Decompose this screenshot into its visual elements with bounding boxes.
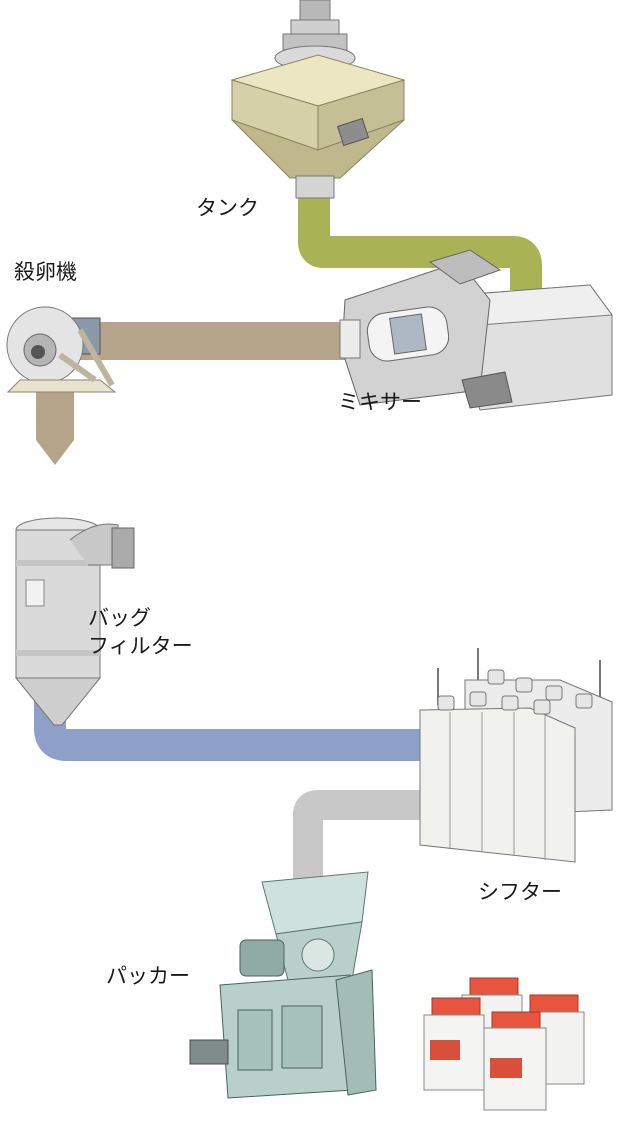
tank-to-mixer-pipe: [298, 190, 542, 290]
bag-filter-label-line1: バッグ: [88, 606, 151, 630]
sifter-to-packer-pipe: [293, 790, 430, 900]
egg-machine-label: 殺卵機: [14, 260, 77, 284]
tank-label: タンク: [196, 196, 259, 220]
product-bags: [423, 977, 585, 1111]
packer-machine: [189, 871, 377, 1099]
egg-to-mixer-pipe: [60, 322, 360, 360]
bag-filter-label: バッグ フィルター: [88, 604, 193, 661]
mixer-label: ミキサー: [338, 390, 422, 414]
egg-machine-down-arrow: [36, 385, 74, 465]
sifter-label: シフター: [478, 880, 562, 904]
egg-machine: [6, 306, 117, 393]
bag-filter-label-line2: フィルター: [88, 634, 193, 659]
bag-filter-machine: [14, 517, 135, 726]
tank-machine: [230, 0, 406, 199]
packer-label: パッカー: [106, 964, 190, 988]
filter-to-sifter-pipe: [34, 700, 430, 761]
sifter-machine: [419, 648, 613, 863]
mixer-machine: [339, 249, 613, 411]
